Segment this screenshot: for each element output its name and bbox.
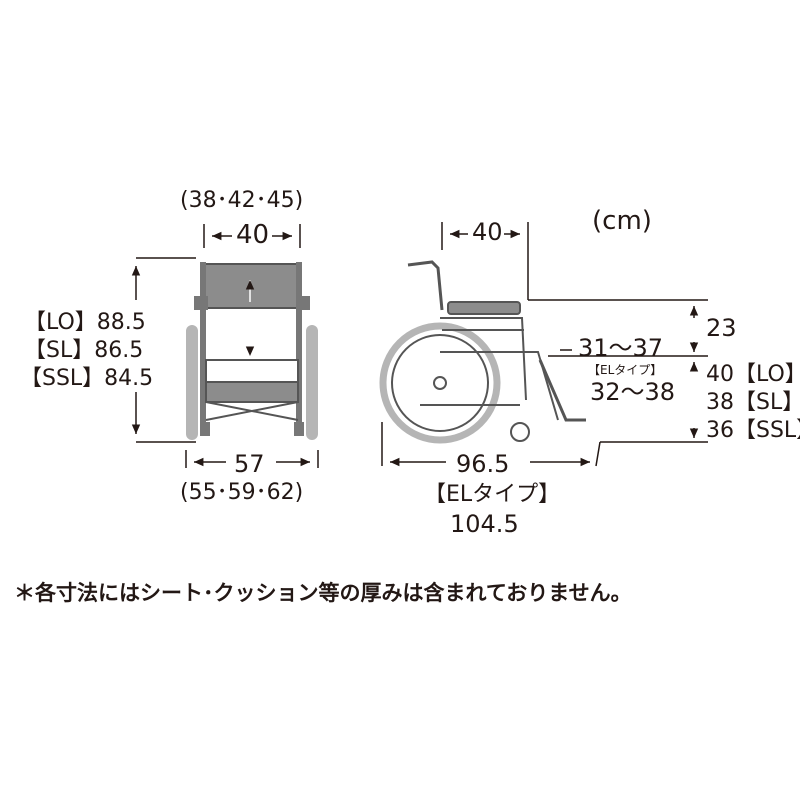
unit-label: (cm) — [592, 206, 652, 236]
front-bottom-width: 57 — [234, 450, 265, 478]
side-seat-height-sl: 38【SL】 — [706, 390, 800, 415]
front-bottom-alt-widths: (55･59･62) — [180, 480, 304, 505]
side-seat-offset: 23 — [706, 314, 737, 342]
front-top-alt-widths: (38･42･45) — [180, 188, 304, 213]
side-seat-height-lo: 40【LO】 — [706, 362, 800, 387]
side-el-type: 【ELタイプ】 — [424, 482, 561, 507]
side-length: 96.5 — [456, 450, 510, 478]
front-view-drawing — [186, 262, 318, 440]
footnote: ＊各寸法にはシート･クッション等の厚みは含まれておりません。 — [14, 581, 632, 605]
side-dimension-lines — [381, 222, 708, 467]
side-el-seat-depth: 32～38 — [590, 378, 676, 406]
front-height-sl: 【SL】86.5 — [24, 338, 144, 363]
side-view-drawing — [379, 260, 586, 444]
front-top-width: 40 — [236, 220, 270, 250]
side-top-width: 40 — [472, 218, 503, 246]
side-seat-height-ssl: 36【SSL】 — [706, 418, 800, 443]
side-seat-depth: 31～37 — [578, 334, 664, 362]
front-height-ssl: 【SSL】84.5 — [20, 366, 154, 391]
front-dimension-lines — [131, 224, 319, 468]
front-height-lo: 【LO】88.5 — [24, 310, 146, 335]
front-back-height: 43 — [232, 308, 266, 338]
side-el-length: 104.5 — [450, 510, 519, 538]
side-el-type-small: 【ELタイプ】 — [588, 363, 663, 377]
